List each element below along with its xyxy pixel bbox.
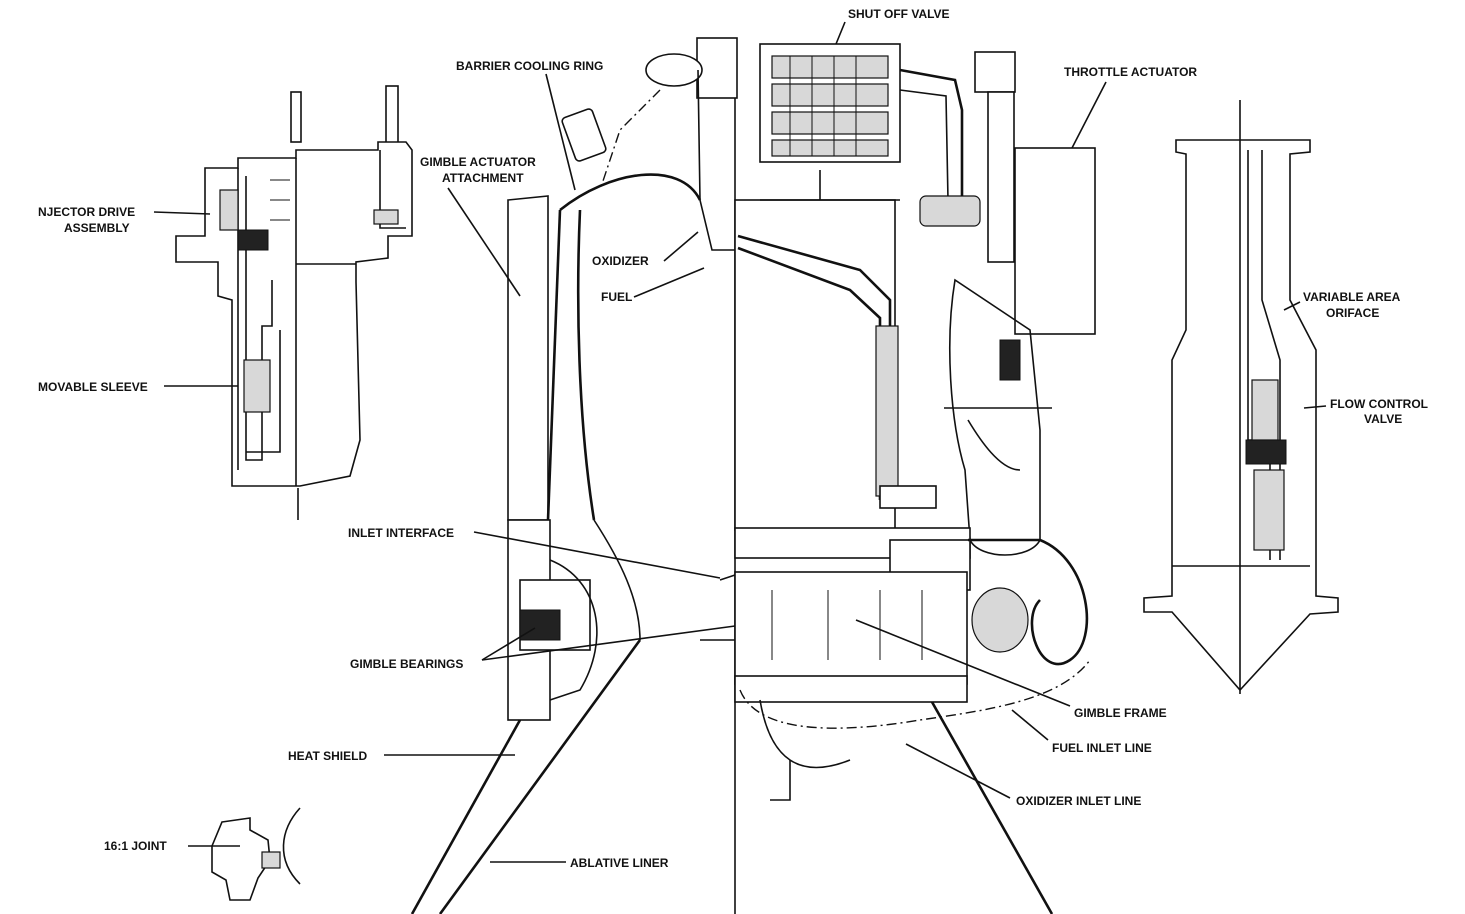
label-oxidizer: OXIDIZER (592, 254, 649, 268)
label-movable-sleeve: MOVABLE SLEEVE (38, 380, 148, 394)
label-throttle-actuator: THROTTLE ACTUATOR (1064, 65, 1197, 79)
label-16-1-joint: 16:1 JOINT (104, 839, 167, 853)
label-shut-off-valve: SHUT OFF VALVE (848, 7, 950, 21)
label-flow-control-line2: VALVE (1364, 412, 1402, 426)
label-injector-drive-line1: NJECTOR DRIVE (38, 205, 135, 219)
label-fuel-inlet-line: FUEL INLET LINE (1052, 741, 1152, 755)
label-flow-control-line1: FLOW CONTROL (1330, 397, 1428, 411)
label-gimble-bearings: GIMBLE BEARINGS (350, 657, 463, 671)
label-fuel: FUEL (601, 290, 632, 304)
label-variable-area-line2: ORIFACE (1326, 306, 1379, 320)
flow-control-valve-drawing (1143, 100, 1339, 694)
label-barrier-cooling-ring: BARRIER COOLING RING (456, 59, 603, 73)
label-injector-drive-line2: ASSEMBLY (64, 221, 130, 235)
label-gimble-actuator-line1: GIMBLE ACTUATOR (420, 155, 536, 169)
label-gimble-frame: GIMBLE FRAME (1074, 706, 1167, 720)
label-variable-area-line1: VARIABLE AREA (1303, 290, 1401, 304)
label-oxidizer-inlet-line: OXIDIZER INLET LINE (1016, 794, 1141, 808)
label-gimble-actuator-line2: ATTACHMENT (442, 171, 524, 185)
label-inlet-interface: INLET INTERFACE (348, 526, 454, 540)
leader-lines (153, 21, 1327, 863)
label-ablative-liner: ABLATIVE LINER (570, 856, 669, 870)
injector-drive-assembly-drawing (175, 85, 413, 520)
engine-main-drawing (211, 37, 1096, 914)
label-heat-shield: HEAT SHIELD (288, 749, 367, 763)
